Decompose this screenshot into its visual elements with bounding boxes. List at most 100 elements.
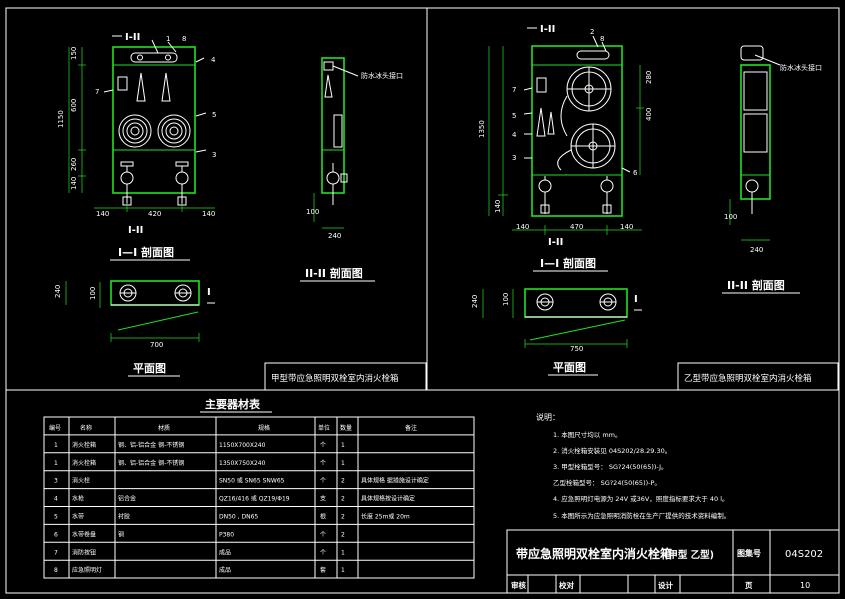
svg-text:140: 140 <box>70 177 78 190</box>
table-cell: 成品 <box>219 548 231 556</box>
table-cell: 支 <box>320 495 326 503</box>
table-cell: 水带卷盘 <box>72 530 96 538</box>
left-plan-caption: 平面图 <box>133 362 166 375</box>
svg-text:700: 700 <box>150 341 163 349</box>
svg-text:240: 240 <box>471 295 479 308</box>
svg-text:1350: 1350 <box>478 120 486 138</box>
table-cell: 成品 <box>219 566 231 574</box>
svg-text:260: 260 <box>70 158 78 171</box>
table-title: 主要器材表 <box>205 397 261 411</box>
table-cell: 应急照明灯 <box>72 566 102 574</box>
svg-text:(甲型 乙型): (甲型 乙型) <box>664 549 714 561</box>
left-emergency-light-icon <box>130 52 178 63</box>
table-cell: 7 <box>54 549 58 556</box>
svg-text:I: I <box>207 287 211 298</box>
titleblock-page-no: 10 <box>800 581 810 590</box>
svg-text:7: 7 <box>512 86 516 94</box>
left-section-ii: 防水冰头接口 100 240 II-II 剖面图 <box>300 57 403 282</box>
table-cell: SN50 或 SN65 SNW65 <box>219 477 285 485</box>
left-section-ii-caption: II-II 剖面图 <box>305 266 363 280</box>
table-cell: P380 <box>219 531 234 538</box>
svg-text:乙型栓箱型号： SG?24(50(65))-P。: 乙型栓箱型号： SG?24(50(65))-P。 <box>553 478 661 487</box>
svg-text:材质: 材质 <box>158 424 170 432</box>
svg-text:140: 140 <box>96 210 109 218</box>
svg-text:7: 7 <box>95 88 99 96</box>
left-plan-view: 240 100 I 700 平面图 <box>54 280 215 377</box>
svg-text:240: 240 <box>54 285 62 298</box>
svg-text:140: 140 <box>620 223 633 231</box>
left-hydrant-valve-icon <box>120 161 189 206</box>
right-panel-title: 乙型带应急照明双栓室内消火栓箱 <box>684 373 812 384</box>
svg-text:5. 本图所示为应急照明消防栓在生产厂提供的技术资料编制。: 5. 本图所示为应急照明消防栓在生产厂提供的技术资料编制。 <box>553 511 730 520</box>
table-cell: 1350X750X240 <box>219 460 266 467</box>
table-cell: 1 <box>341 567 345 574</box>
notes: 说明： 1. 本图尺寸均以 mm。 2. 消火栓箱安装见 04S202/28.2… <box>536 412 730 520</box>
svg-text:规格: 规格 <box>258 424 270 432</box>
table-cell: 具体规格 据措施设计确定 <box>361 477 429 485</box>
right-hydrant-valve-icon <box>538 176 614 214</box>
svg-text:图集号: 图集号 <box>737 548 761 558</box>
svg-text:1: 1 <box>166 35 170 43</box>
left-vertical-dimensions: 150 600 1150 260 140 <box>57 47 86 193</box>
svg-text:单位: 单位 <box>318 424 330 432</box>
svg-text:4: 4 <box>512 131 517 139</box>
table-cell: 水枪 <box>72 495 84 503</box>
table-cell: 5 <box>54 514 58 521</box>
table-cell: 衬胶 <box>118 513 130 521</box>
table-cell: 1 <box>341 460 345 467</box>
table-cell: 消火栓 <box>72 477 90 485</box>
svg-text:4. 应急照明灯电源为 24V 或36V，照度指标要求: 4. 应急照明灯电源为 24V 或36V，照度指标要求大于 40 l。 <box>553 494 729 503</box>
table-cell: 2 <box>341 478 345 485</box>
table-cell: 1 <box>54 442 58 449</box>
right-emergency-light-icon <box>576 50 610 60</box>
right-section-ii-caption: II-II 剖面图 <box>727 278 785 292</box>
svg-text:100: 100 <box>89 287 97 300</box>
table-cell: 1 <box>341 442 345 449</box>
table-cell: 钢 <box>118 530 124 538</box>
right-plan-caption: 平面图 <box>553 361 586 374</box>
svg-text:5: 5 <box>212 111 216 119</box>
titleblock-atlas-no: 04S202 <box>785 549 823 560</box>
left-alarm-button-icon <box>117 76 128 91</box>
left-section-i-caption: I—I 剖面图 <box>118 245 174 259</box>
table-cell: 8 <box>54 567 58 574</box>
table-cell: DN50 , DN65 <box>219 514 258 521</box>
svg-text:240: 240 <box>750 246 763 254</box>
svg-text:4: 4 <box>211 56 216 64</box>
right-cabinet-outline <box>531 45 623 217</box>
titleblock-name: 带应急照明双栓室内消火栓箱 <box>516 546 672 561</box>
svg-text:8: 8 <box>182 35 186 43</box>
svg-text:1. 本图尺寸均以 mm。: 1. 本图尺寸均以 mm。 <box>553 430 622 439</box>
svg-text:2. 消火栓箱安装见 04S202/28.29.30。: 2. 消火栓箱安装见 04S202/28.29.30。 <box>553 446 671 455</box>
svg-text:3: 3 <box>512 154 516 162</box>
right-hose-reel-icon <box>557 66 616 171</box>
table-cell: 个 <box>320 549 326 556</box>
sheet-frame <box>5 7 840 594</box>
svg-text:校对: 校对 <box>559 580 574 590</box>
svg-text:6: 6 <box>633 169 638 177</box>
table-cell: QZ16/416 或 QZ19/Φ19 <box>219 495 290 503</box>
svg-text:3: 3 <box>212 151 216 159</box>
svg-text:400: 400 <box>645 108 653 121</box>
left-horizontal-dimensions: 140 420 140 <box>94 203 215 218</box>
left-callouts: 1 8 4 7 5 3 <box>95 35 216 159</box>
svg-text:I: I <box>634 294 638 305</box>
left-section-i: I-II <box>57 32 216 261</box>
table-cell: 套 <box>320 566 326 574</box>
left-cabinet-outline <box>112 46 196 194</box>
table-cell: 1150X700X240 <box>219 442 266 449</box>
svg-text:2: 2 <box>590 28 594 36</box>
left-panel-title: 甲型带应急照明双栓室内消火栓箱 <box>271 373 399 384</box>
right-side-label: 防水冰头接口 <box>780 63 822 72</box>
right-plan-view: 100 240 I 750 平面图 <box>471 288 642 376</box>
table-cell: 1 <box>341 549 345 556</box>
table-cell: 具体规格按设计确定 <box>361 495 415 503</box>
right-alarm-button-icon <box>536 77 547 93</box>
svg-text:I-II: I-II <box>540 24 555 35</box>
table-cell: 2 <box>341 514 345 521</box>
table-cell: 消火栓箱 <box>72 441 96 449</box>
right-callouts: 2 8 7 5 4 3 6 <box>512 28 638 177</box>
svg-text:140: 140 <box>516 223 529 231</box>
